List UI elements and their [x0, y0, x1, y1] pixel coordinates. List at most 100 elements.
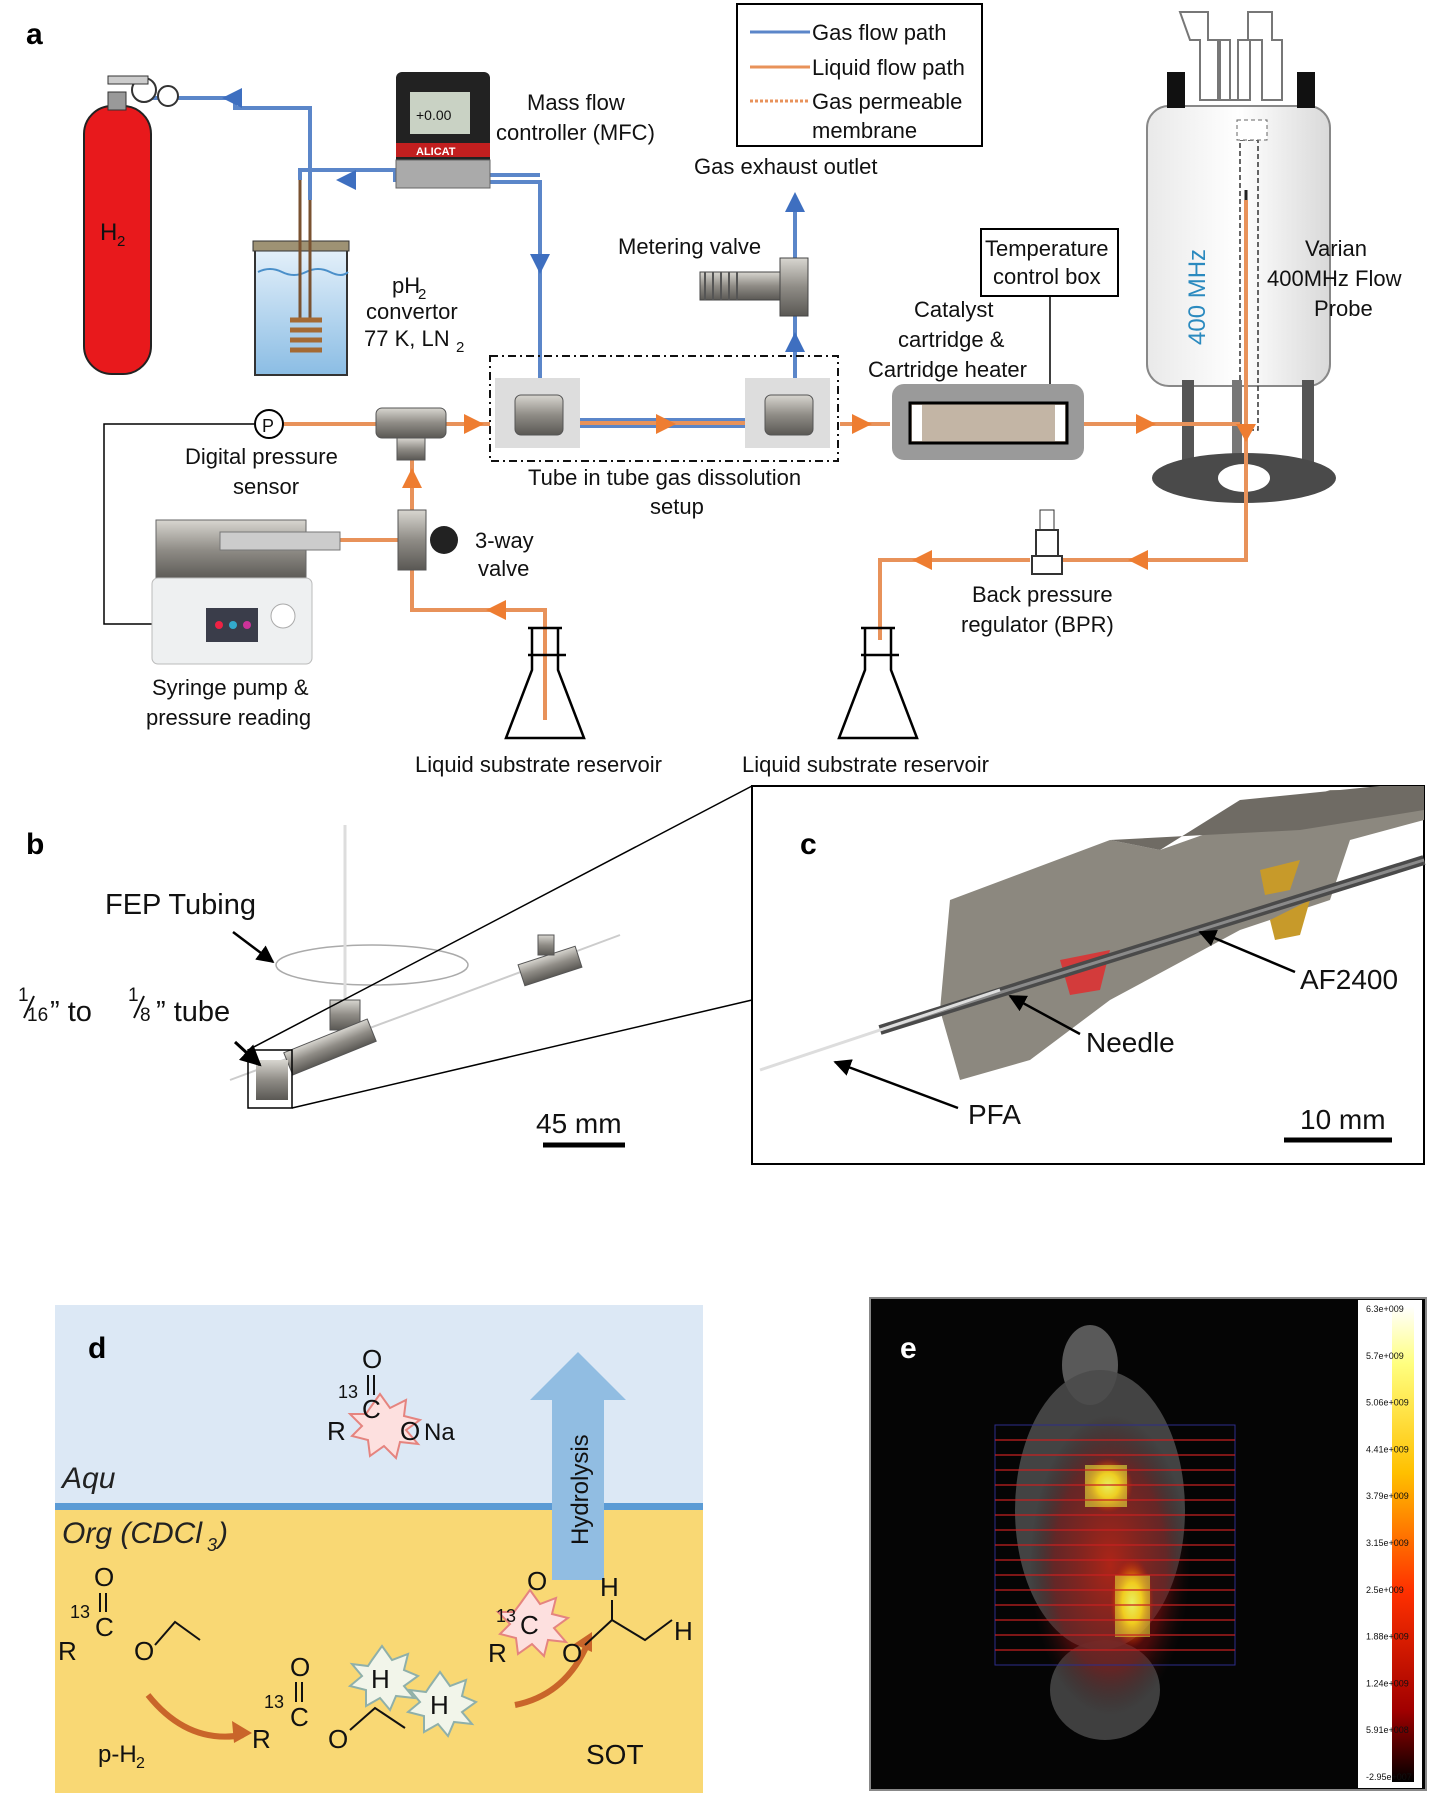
mfc-screen-text: +0.00 [416, 107, 452, 123]
tube-line-1: Tube in tube gas dissolution [528, 465, 801, 490]
nmr-magnet: 400 MHz [1146, 11, 1336, 503]
svg-text:” to: ” to [50, 996, 92, 1028]
ph2-reagent: p-H [98, 1741, 137, 1768]
varian-line-3: Probe [1314, 296, 1373, 321]
pressure-line-2: sensor [233, 474, 299, 499]
needle-label: Needle [1086, 1027, 1175, 1058]
atom-h-4b: H [674, 1616, 693, 1646]
metering-valve [699, 257, 809, 317]
ph2-line-1-sub: 2 [418, 286, 426, 303]
colorbar-ticks: 6.3e+0095.7e+0095.06e+0094.41e+0093.79e+… [1366, 1304, 1412, 1782]
panel-d: d Aqu Org (CDCl 3 ) Hydrolysis O 13 C R … [55, 1305, 703, 1793]
pressure-symbol: P [262, 416, 274, 436]
panel-e: 6.3e+0095.7e+0095.06e+0094.41e+0093.79e+… [869, 1297, 1427, 1791]
mfc-label-1: Mass flow [527, 90, 625, 115]
iso-3: 13 [264, 1692, 284, 1712]
fep-pointer [232, 931, 275, 964]
legend-gas: Gas flow path [812, 20, 947, 45]
catalyst-line-3: Cartridge heater [868, 357, 1027, 382]
panel-a-label: a [26, 18, 43, 51]
ph2-line-3-sub: 2 [456, 339, 464, 356]
af2400-label: AF2400 [1300, 964, 1398, 995]
atom-c-2: C [95, 1612, 114, 1642]
panel-d-label: d [88, 1332, 106, 1365]
temp-box-line-1: Temperature [985, 236, 1109, 261]
atom-o-2: O [94, 1562, 114, 1592]
pfa-pointer [833, 1059, 959, 1110]
hydrolysis-arrow [530, 1352, 626, 1580]
na-label: Na [424, 1419, 455, 1446]
atom-o-1: O [362, 1344, 382, 1374]
atom-h-4a: H [600, 1572, 619, 1602]
needle-pointer [1008, 994, 1081, 1036]
back-pressure-regulator [1031, 509, 1063, 575]
valve3-line-1: 3-way [475, 528, 534, 553]
ph2-line-1: pH [392, 273, 420, 298]
h2-label: H [100, 219, 117, 246]
pressure-sensor-icon [254, 409, 284, 439]
panel-b-label: b [26, 828, 44, 861]
catalyst-cartridge [892, 384, 1084, 460]
bpr-line-2: regulator (BPR) [961, 612, 1114, 637]
legend-liquid: Liquid flow path [812, 55, 965, 80]
scan-lines [995, 1439, 1235, 1651]
scale-label-b: 45 mm [536, 1108, 622, 1139]
legend: Gas flow path Liquid flow path Gas perme… [736, 3, 983, 147]
gas-arrows [222, 88, 805, 352]
ln2-dewar [252, 180, 350, 376]
flask-right-icon [837, 626, 919, 740]
pressure-line-1: Digital pressure [185, 444, 338, 469]
svg-text:16: 16 [27, 1005, 48, 1026]
atom-r-2: R [58, 1636, 77, 1666]
panel-c-render [759, 786, 1426, 1080]
tube-in-tube-setup [489, 355, 839, 462]
zoom-line-top [247, 785, 753, 1051]
catalyst-line-2: cartridge & [898, 327, 1005, 352]
atom-r-3: R [252, 1724, 271, 1754]
nmr-field-label: 400 MHz [1184, 249, 1211, 345]
colorbar-tick-label: 2.5e+009 [1366, 1585, 1404, 1595]
reservoir-left-label: Liquid substrate reservoir [415, 752, 662, 777]
sot-label: SOT [586, 1739, 644, 1770]
aqu-label: Aqu [60, 1462, 116, 1495]
svg-text:” tube: ” tube [156, 996, 230, 1028]
atom-c-3: C [290, 1702, 309, 1732]
atom-o-1b: O [400, 1416, 420, 1446]
atom-o-4b: O [562, 1638, 582, 1668]
iso-4: 13 [496, 1606, 516, 1626]
panel-e-label: e [900, 1332, 917, 1365]
varian-line-2: 400MHz Flow [1267, 266, 1402, 291]
atom-o-2b: O [134, 1636, 154, 1666]
ph2-reagent-sub: 2 [136, 1755, 145, 1772]
atom-h-3b: H [430, 1690, 449, 1720]
atom-c-4: C [520, 1610, 539, 1640]
svg-text:1: 1 [18, 985, 29, 1006]
catalyst-line-1: Catalyst [914, 297, 993, 322]
colorbar-tick-label: 3.79e+009 [1366, 1491, 1409, 1501]
colorbar-tick-label: 5.91e+008 [1366, 1725, 1409, 1735]
valve3-line-2: valve [478, 556, 529, 581]
liquid-arrows [402, 414, 1256, 620]
three-way-valve [375, 407, 458, 571]
org-sub: 3 [207, 1535, 217, 1555]
legend-membrane-2: membrane [812, 118, 917, 143]
bpr-line-1: Back pressure [972, 582, 1113, 607]
syringe-line-2: pressure reading [146, 705, 311, 730]
colorbar-tick-label: 3.15e+009 [1366, 1538, 1409, 1548]
atom-r-1: R [327, 1416, 346, 1446]
flask-left-icon [504, 626, 586, 740]
tube-pointer [233, 1040, 262, 1067]
svg-text:1: 1 [128, 985, 139, 1006]
fep-label: FEP Tubing [105, 889, 256, 921]
syringe-line-1: Syringe pump & [152, 675, 309, 700]
atom-o-3b: O [328, 1724, 348, 1754]
mfc-brand: ALICAT [416, 146, 456, 158]
colorbar [1392, 1306, 1414, 1782]
atom-o-4: O [527, 1566, 547, 1596]
reservoir-right-label: Liquid substrate reservoir [742, 752, 989, 777]
iso-1: 13 [338, 1382, 358, 1402]
tube-line-2: setup [650, 494, 704, 519]
colorbar-tick-label: 5.7e+009 [1366, 1351, 1404, 1361]
